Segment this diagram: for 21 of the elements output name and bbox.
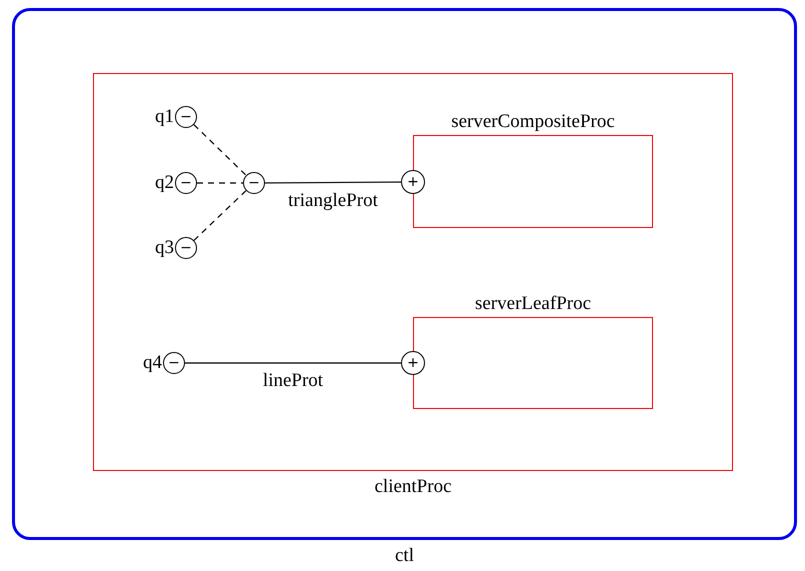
connector-line xyxy=(197,182,243,184)
process-label: clientProc xyxy=(374,476,452,498)
port-symbol: − xyxy=(163,352,185,374)
process-label: serverLeafProc xyxy=(474,293,592,315)
port-label: q4 xyxy=(143,352,162,374)
port-label: q1 xyxy=(155,106,174,128)
port-symbol: + xyxy=(401,170,425,194)
connector-line xyxy=(193,124,247,176)
port-label: q3 xyxy=(155,237,174,259)
connector-line xyxy=(185,362,401,364)
process-label: ctl xyxy=(395,545,414,567)
port-symbol: + xyxy=(401,351,425,375)
port-symbol: − xyxy=(243,172,265,194)
port-symbol: − xyxy=(175,237,197,259)
process-label: serverCompositeProc xyxy=(451,111,615,133)
port-label: q2 xyxy=(155,172,174,194)
port-symbol: − xyxy=(175,106,197,128)
port-symbol: − xyxy=(175,172,197,194)
connector-line xyxy=(265,181,401,184)
connector-line xyxy=(194,190,246,241)
edge-label: triangleProt xyxy=(287,190,379,210)
